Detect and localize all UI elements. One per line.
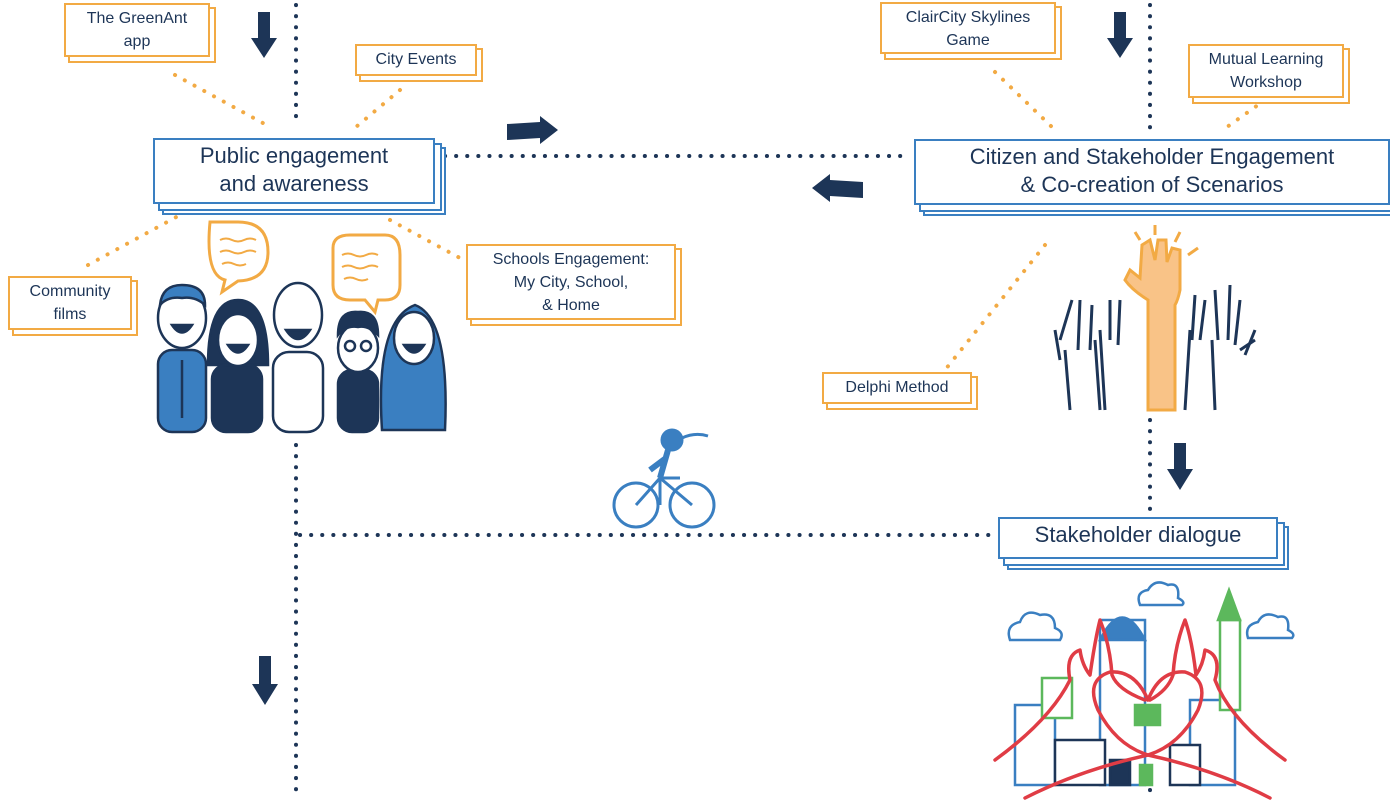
- method-schools-label: Schools Engagement: My City, School, & H…: [492, 251, 650, 314]
- speech-bubble-icon: [331, 233, 402, 316]
- method-mutual-label: Mutual Learning Workshop: [1208, 51, 1324, 91]
- down-arrow-left-top: [251, 12, 277, 58]
- method-city-events-box: City Events: [355, 44, 477, 76]
- speech-bubble-icon: [207, 220, 270, 296]
- node-public-engagement-label: Public engagement and awareness: [199, 143, 389, 196]
- connector-greenant: [173, 73, 274, 130]
- raised-hands-illustration: [1053, 284, 1257, 411]
- highlighted-raised-hand: [1123, 225, 1199, 412]
- connector-skylines: [993, 70, 1057, 132]
- method-schools-box: Schools Engagement: My City, School, & H…: [466, 244, 676, 320]
- node-citizen-engagement: Citizen and Stakeholder Engagement & Co-…: [914, 139, 1390, 205]
- people-group-illustration: [156, 281, 447, 434]
- method-delphi-box: Delphi Method: [822, 372, 972, 404]
- method-greenant-box: The GreenAnt app: [64, 3, 210, 57]
- node-public-engagement: Public engagement and awareness: [153, 138, 435, 204]
- node-citizen-engagement-label: Citizen and Stakeholder Engagement & Co-…: [969, 144, 1335, 197]
- method-skylines-box: ClairCity Skylines Game: [880, 2, 1056, 54]
- city-heart-illustration: [993, 586, 1287, 800]
- method-delphi-label: Delphi Method: [845, 379, 949, 396]
- right-arrow: [507, 116, 558, 144]
- method-skylines-label: ClairCity Skylines Game: [905, 9, 1031, 49]
- connector-community-films: [86, 213, 182, 267]
- method-city-events-label: City Events: [375, 51, 457, 68]
- connector-schools: [388, 218, 462, 260]
- method-community-films-box: Community films: [8, 276, 132, 330]
- node-stakeholder-dialogue: Stakeholder dialogue: [998, 517, 1278, 559]
- down-arrow-right-mid: [1167, 443, 1193, 490]
- method-mutual-box: Mutual Learning Workshop: [1188, 44, 1344, 98]
- cyclist-illustration: [612, 428, 716, 529]
- connector-city-events: [348, 88, 402, 134]
- method-greenant-label: The GreenAnt app: [86, 10, 188, 50]
- method-community-films-label: Community films: [29, 283, 111, 323]
- connector-mutual: [1218, 98, 1267, 134]
- cloud-icon: [1007, 581, 1295, 642]
- node-stakeholder-dialogue-label: Stakeholder dialogue: [1034, 522, 1242, 547]
- down-arrow-right-top: [1107, 12, 1133, 58]
- connector-delphi: [943, 243, 1047, 372]
- left-arrow: [812, 174, 863, 202]
- down-arrow-left-bottom: [252, 656, 278, 705]
